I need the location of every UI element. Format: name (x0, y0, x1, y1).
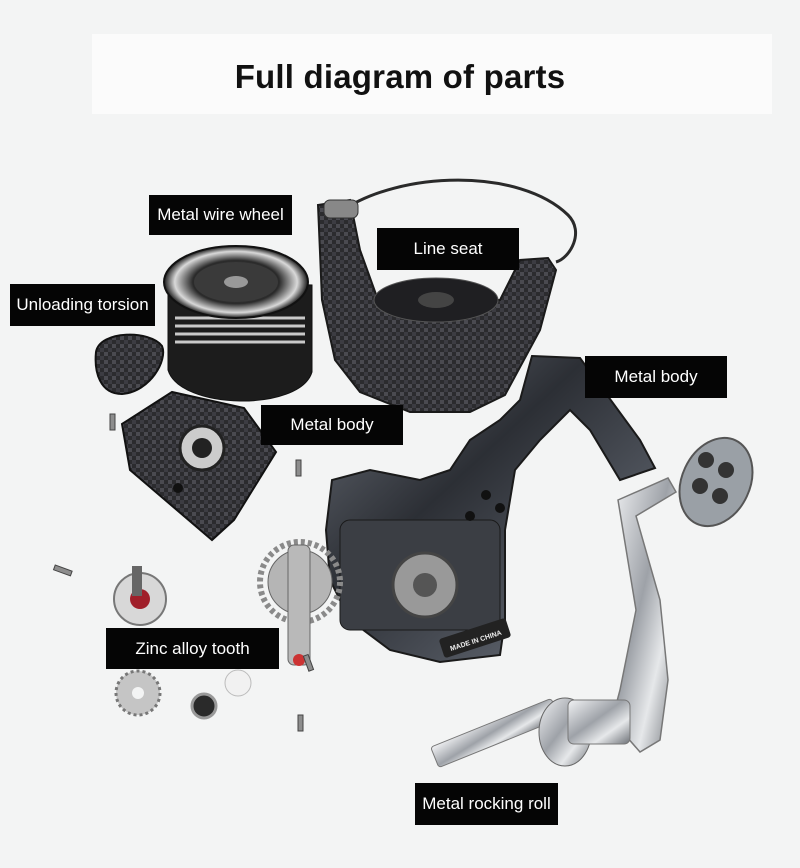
drive-gear-part (257, 539, 343, 666)
label-metal-wire-wheel: Metal wire wheel (149, 195, 292, 235)
screws (52, 413, 315, 732)
page-title: Full diagram of parts (234, 58, 566, 95)
reel-body-part: MADE IN CHINA (324, 354, 657, 664)
label-metal-body-center: Metal body (261, 405, 403, 445)
drag-knob-part (94, 333, 165, 396)
label-unloading-torsion: Unloading torsion (10, 284, 155, 326)
label-zinc-alloy-tooth: Zinc alloy tooth (106, 628, 279, 669)
crank-handle-part (431, 436, 754, 768)
label-metal-rocking-roll: Metal rocking roll (415, 783, 558, 825)
side-cover-part (120, 390, 278, 542)
title-panel (92, 34, 772, 114)
zinc-alloy-parts (113, 566, 252, 720)
label-metal-body-right: Metal body (585, 356, 727, 398)
spool-part (163, 245, 313, 402)
line-seat-part (316, 198, 558, 413)
bail-wire (339, 178, 578, 264)
label-line-seat: Line seat (377, 228, 519, 270)
